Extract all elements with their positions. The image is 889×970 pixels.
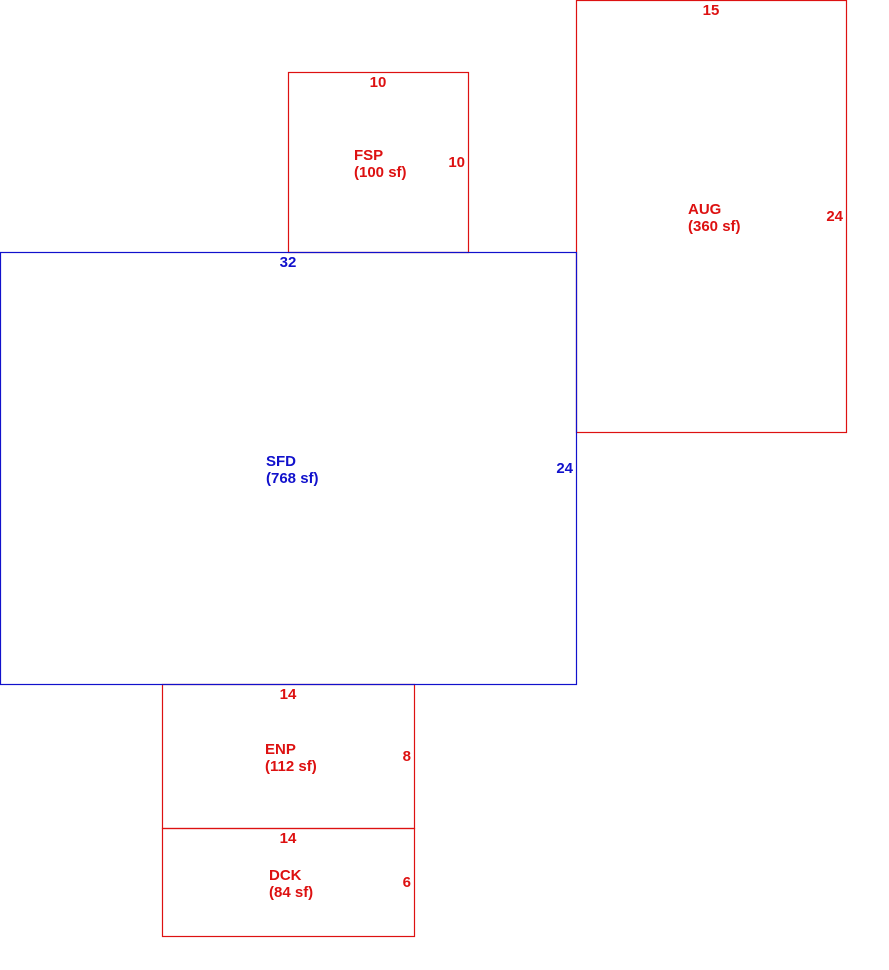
section-sfd-top-dim: 32 bbox=[280, 254, 297, 271]
section-fsp-code: FSP bbox=[354, 147, 383, 164]
section-aug-area: (360 sf) bbox=[688, 218, 741, 235]
section-sfd-area: (768 sf) bbox=[266, 470, 319, 487]
section-fsp-area: (100 sf) bbox=[354, 164, 407, 181]
section-aug-side-dim: 24 bbox=[826, 208, 843, 225]
section-sfd[interactable]: 32 24 SFD (768 sf) bbox=[0, 251, 578, 686]
section-aug-top-dim: 15 bbox=[703, 2, 720, 19]
section-aug-outline bbox=[575, 0, 848, 434]
section-dck-code: DCK bbox=[269, 867, 302, 884]
section-sfd-outline bbox=[0, 251, 578, 686]
section-enp-top-dim: 14 bbox=[280, 686, 297, 703]
section-sfd-side-dim: 24 bbox=[556, 460, 573, 477]
section-fsp-side-dim: 10 bbox=[448, 154, 465, 171]
section-fsp[interactable]: 10 10 FSP (100 sf) bbox=[287, 71, 470, 254]
section-enp-side-dim: 8 bbox=[403, 748, 411, 765]
section-sfd-code: SFD bbox=[266, 453, 296, 470]
section-dck-area: (84 sf) bbox=[269, 884, 313, 901]
section-dck-side-dim: 6 bbox=[403, 874, 411, 891]
section-dck-outline bbox=[161, 827, 416, 938]
section-fsp-top-dim: 10 bbox=[370, 74, 387, 91]
section-dck-top-dim: 14 bbox=[280, 830, 297, 847]
section-enp[interactable]: 14 8 ENP (112 sf) bbox=[161, 683, 416, 830]
section-enp-area: (112 sf) bbox=[265, 758, 317, 775]
section-dck[interactable]: 14 6 DCK (84 sf) bbox=[161, 827, 416, 938]
section-aug-code: AUG bbox=[688, 201, 721, 218]
section-aug[interactable]: 15 24 AUG (360 sf) bbox=[575, 0, 848, 434]
section-enp-code: ENP bbox=[265, 741, 296, 758]
